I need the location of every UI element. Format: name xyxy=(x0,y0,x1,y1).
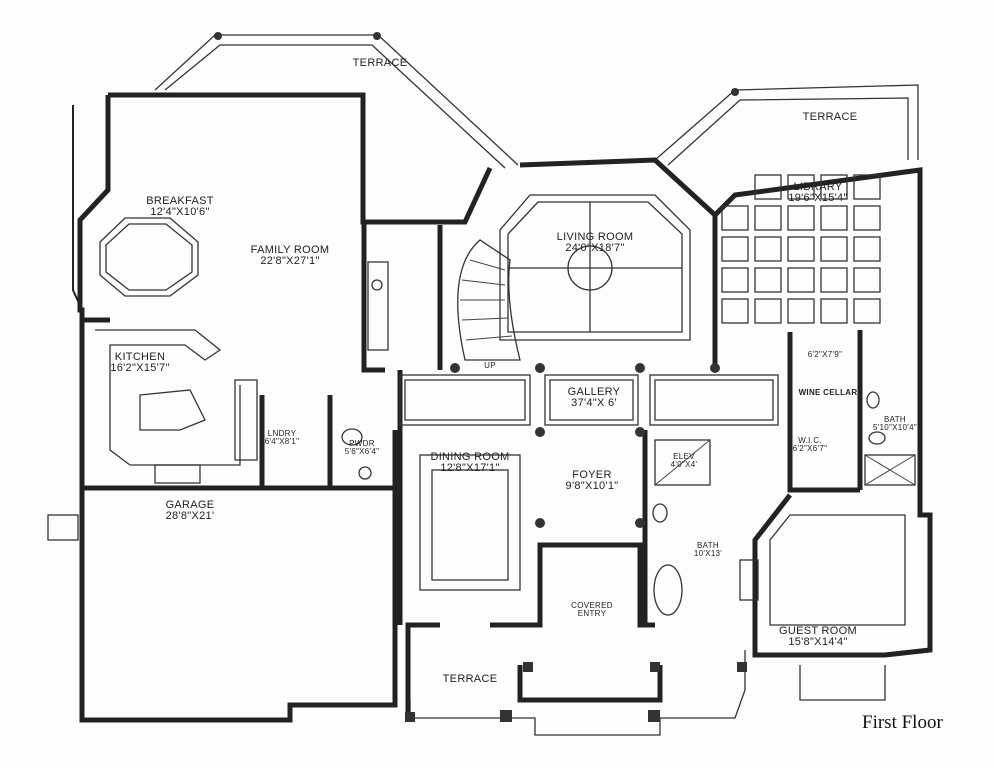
guest-ceiling xyxy=(769,514,906,626)
room-label-terrace-right: TERRACE xyxy=(802,111,858,123)
library-grid-cell xyxy=(787,174,815,200)
library-grid-cell xyxy=(820,267,848,293)
floor-title: First Floor xyxy=(862,712,943,733)
library-grid-cell xyxy=(721,267,749,293)
library-grid-cell xyxy=(754,236,782,262)
library-grid-cell xyxy=(853,267,881,293)
library-grid-cell xyxy=(721,298,749,324)
library-grid-cell xyxy=(787,205,815,231)
room-label-terrace-top: TERRACE xyxy=(352,57,408,69)
library-grid-cell xyxy=(754,174,782,200)
library-grid-cell xyxy=(754,298,782,324)
library-grid-cell xyxy=(820,205,848,231)
dining-rug xyxy=(419,454,521,591)
living-room-ceiling xyxy=(499,194,691,341)
stairs-up-label: UP xyxy=(484,361,496,370)
room-label-wic: W.I.C.6'2"X6'7" xyxy=(792,436,828,453)
library-grid-cell xyxy=(721,205,749,231)
library-grid-cell xyxy=(721,236,749,262)
room-label-wine: WINE CELLAR xyxy=(798,388,858,397)
library-grid-cell xyxy=(853,298,881,324)
terrace-outlines xyxy=(154,34,919,736)
garage-door xyxy=(47,514,79,541)
library-grid-cell xyxy=(820,298,848,324)
library-grid-cell xyxy=(853,205,881,231)
library-grid-cell xyxy=(787,267,815,293)
elevator xyxy=(654,439,711,486)
room-label-covered-entry: COVERED ENTRY xyxy=(571,601,613,618)
library-grid-cell xyxy=(853,236,881,262)
library-grid-cell xyxy=(853,174,881,200)
fixtures xyxy=(341,261,916,616)
room-label-terrace-bottom: TERRACE xyxy=(442,673,498,685)
columns xyxy=(214,32,747,722)
gallery-panels xyxy=(399,374,779,426)
library-grid-cell xyxy=(787,236,815,262)
library-grid-cell xyxy=(820,174,848,200)
room-label-wine-size: 6'2"X7'9" xyxy=(807,350,843,359)
staircase xyxy=(457,239,521,361)
library-grid-cell xyxy=(820,236,848,262)
kitchen-counters xyxy=(95,329,258,484)
breakfast-table xyxy=(99,217,199,297)
walls xyxy=(72,92,933,723)
library-grid-cell xyxy=(754,267,782,293)
library-grid-cell xyxy=(754,205,782,231)
library-ceiling-grid xyxy=(721,174,881,324)
library-grid-cell xyxy=(787,298,815,324)
